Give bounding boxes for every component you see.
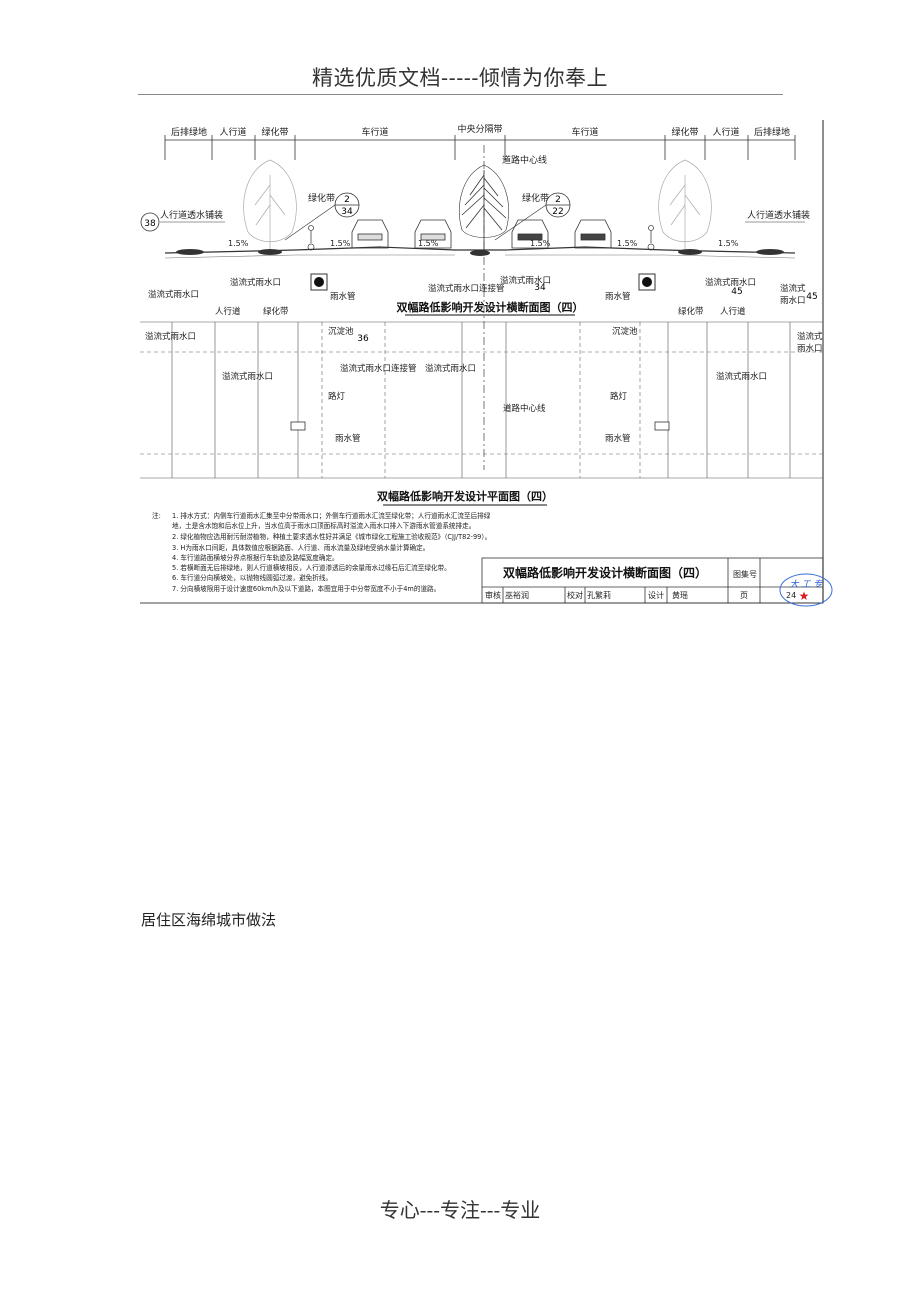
note-line: 4. 车行道路面横坡分界点根据行车轨迹及路幅宽度确定。 <box>172 553 339 562</box>
lamp-label: 路灯 <box>610 391 628 402</box>
svg-text:★: ★ <box>799 589 810 603</box>
inlet-label: 雨水口 <box>797 343 823 354</box>
inlet-label: 溢流式雨水口 <box>716 371 767 382</box>
note-line: 5. 若横断面无后排绿地，则人行道横坡相反，人行道渗透后的余量雨水过缘石后汇流至… <box>172 563 451 572</box>
ref-number: 45 <box>806 292 817 302</box>
car-icon <box>351 219 389 249</box>
rain-pipe-label: 雨水管 <box>605 291 631 302</box>
tree-icon <box>243 159 297 250</box>
lamp-label: 路灯 <box>328 391 346 402</box>
slope-label: 1.5% <box>418 239 439 248</box>
inlet-label: 溢流式雨水口 <box>145 331 196 342</box>
ref-number: 45 <box>731 287 742 297</box>
zone-label: 后排绿地 <box>754 126 790 138</box>
svg-text:大 工 专: 大 工 专 <box>790 579 824 590</box>
check-name: 孔繁莉 <box>587 590 611 600</box>
note-line: 6. 车行道分向横坡处，以抛物线圆弧过渡，避免折线。 <box>172 573 332 582</box>
ref-number: 34 <box>534 283 546 293</box>
sediment-label: 沉淀池 <box>328 326 354 337</box>
review-label: 审核 <box>485 590 501 600</box>
inlet-label: 溢流式雨水口 <box>705 277 756 288</box>
slope-label: 1.5% <box>718 239 739 248</box>
ref-number: 2 <box>555 195 561 205</box>
inlet-label: 雨水口 <box>780 295 806 306</box>
plan-label: 绿化带 <box>678 306 704 317</box>
note-line: 地，土是含水饱和后水位上升，当水位高于雨水口顶面标高时溢流入雨水口排入下游雨水管… <box>172 521 475 530</box>
green-label: 绿化带 <box>308 192 335 204</box>
inlet-label: 溢流式雨水口 <box>222 371 273 382</box>
footer-title: 专心---专注---专业 <box>379 1198 541 1222</box>
car-icon <box>574 219 612 249</box>
inlet-connect-label: 溢流式雨水口连接管 <box>428 283 505 294</box>
review-name: 巫裕润 <box>505 590 529 600</box>
stamp-icon: 大 工 专 ★ <box>779 573 833 607</box>
zone-label: 绿化带 <box>261 126 288 138</box>
inlet-label: 溢流式雨水口 <box>148 289 199 300</box>
rain-pipe-label: 雨水管 <box>335 433 361 444</box>
slope-label: 1.5% <box>530 239 551 248</box>
permeable-label: 人行道透水铺装 <box>747 209 810 221</box>
section-caption: 居住区海绵城市做法 <box>141 911 277 929</box>
notes-label: 注: <box>152 511 161 520</box>
ref-number: 38 <box>144 219 156 229</box>
section-title: 双幅路低影响开发设计横断面图（四） <box>397 300 584 314</box>
note-line: 2. 绿化植物应选用耐污耐涝植物，种植土要求透水性好并满足《城市绿化工程施工验收… <box>172 532 491 541</box>
check-label: 校对 <box>567 590 583 600</box>
note-line: 7. 分向横坡限用于设计速度60km/h及以下道路，本图宜用于中分带宽度不小于4… <box>172 584 440 593</box>
zone-label: 后排绿地 <box>171 126 207 138</box>
rain-pipe-label: 雨水管 <box>330 291 356 302</box>
design-name: 黄瑶 <box>672 590 688 600</box>
ref-number: 34 <box>341 207 353 217</box>
plan-title: 双幅路低影响开发设计平面图（四） <box>377 489 553 503</box>
design-label: 设计 <box>648 590 664 600</box>
cyclist-icon <box>307 225 315 251</box>
centerline-label: 道路中心线 <box>502 154 547 166</box>
header-rule <box>138 94 783 95</box>
zone-label: 车行道 <box>571 126 598 138</box>
car-icon <box>414 219 452 249</box>
rain-pipe-label: 雨水管 <box>605 433 631 444</box>
slope-label: 1.5% <box>228 239 249 248</box>
tree-icon <box>459 164 509 250</box>
note-line: 3. H为雨水口间距，具体数值应根据路面、人行道、雨水流量及绿地受纳水量计算确定… <box>172 543 429 552</box>
inlet-label: 溢流式雨水口 <box>500 275 551 286</box>
page-number: 24 <box>786 591 796 600</box>
permeable-label: 人行道透水铺装 <box>160 209 223 221</box>
zone-label: 中央分隔带 <box>457 123 502 135</box>
ref-number: 36 <box>357 334 369 344</box>
ref-number: 22 <box>552 207 563 217</box>
inlet-label: 溢流式 <box>797 331 823 342</box>
zone-label: 车行道 <box>361 126 388 138</box>
ref-number: 2 <box>344 195 350 205</box>
header-title: 精选优质文档-----倾情为你奉上 <box>312 66 608 90</box>
slope-label: 1.5% <box>330 239 351 248</box>
tree-icon <box>658 159 712 250</box>
zone-label: 人行道 <box>219 126 246 138</box>
zone-label: 人行道 <box>712 126 739 138</box>
green-label: 绿化带 <box>522 192 549 204</box>
zone-label: 绿化带 <box>671 126 698 138</box>
inlet-label: 溢流式雨水口 <box>425 363 476 374</box>
titleblock-title: 双幅路低影响开发设计横断面图（四） <box>503 565 707 580</box>
centerline-label: 道路中心线 <box>503 403 546 414</box>
plan-label: 人行道 <box>720 306 746 317</box>
page-label: 页 <box>740 591 748 600</box>
note-line: 1. 排水方式：内侧车行道雨水汇集至中分带雨水口；外侧车行道雨水汇流至绿化带；人… <box>172 511 491 520</box>
sediment-label: 沉淀池 <box>612 326 638 337</box>
atlas-label: 图集号 <box>733 569 757 579</box>
slope-label: 1.5% <box>617 239 638 248</box>
inlet-connect-label: 溢流式雨水口连接管 <box>340 363 417 374</box>
plan-label: 人行道 <box>215 306 241 317</box>
cyclist-icon <box>647 225 655 251</box>
inlet-label: 溢流式雨水口 <box>230 277 281 288</box>
inlet-label: 溢流式 <box>780 283 806 294</box>
plan-label: 绿化带 <box>263 306 289 317</box>
title-block <box>481 557 824 604</box>
